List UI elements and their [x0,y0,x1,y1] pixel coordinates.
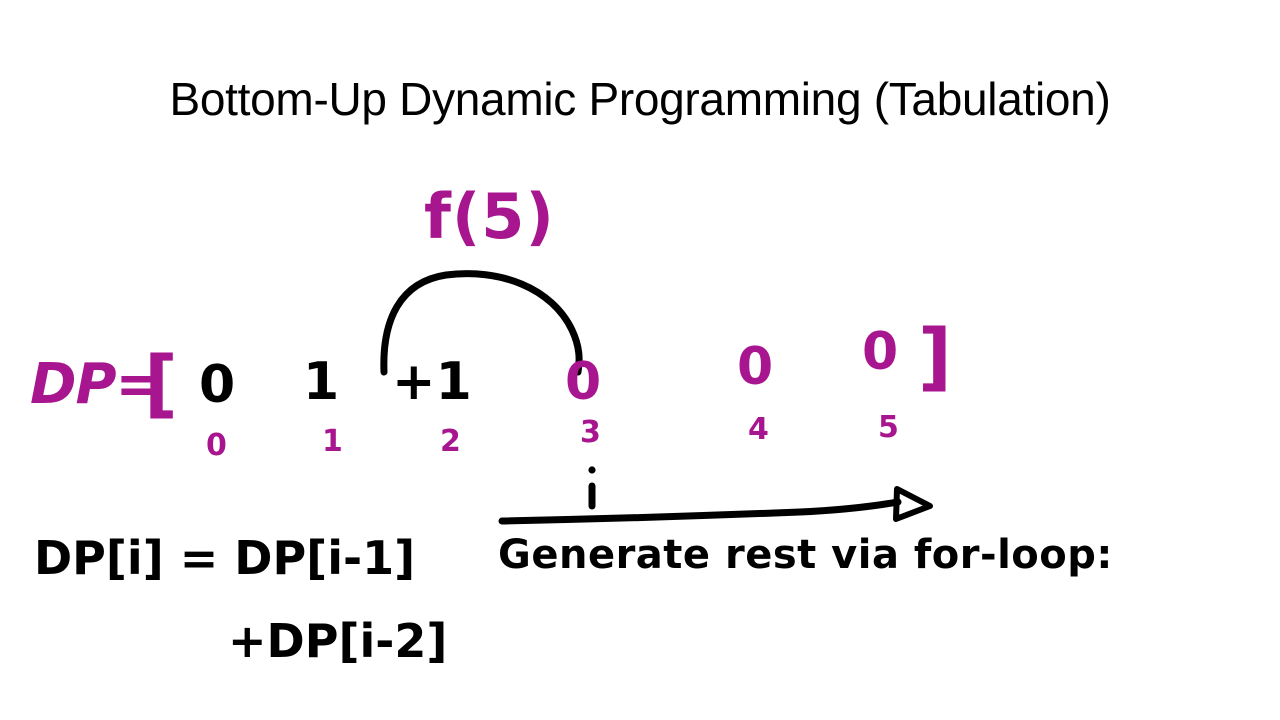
array-cell-index-3: 3 [580,415,601,450]
array-cell-index-4: 4 [748,412,769,447]
array-cell-index-5: 5 [878,410,899,445]
array-cell-value-1: 1 [303,352,340,412]
array-name-label: DP= [30,352,162,417]
array-cell-index-1: 1 [322,424,343,459]
recurrence-formula-line-1: DP[i] = DP[i-1] [34,531,416,585]
recurrence-formula-line-2: +DP[i-2] [228,614,448,668]
array-close-bracket: ] [918,314,952,400]
array-cell-value-0: 0 [199,355,236,415]
function-call-label: f(5) [424,180,555,253]
array-cell-index-2: 2 [440,424,461,459]
recursion-arc [380,270,583,376]
for-loop-caption: Generate rest via for-loop: [498,532,1113,578]
page-title: Bottom-Up Dynamic Programming (Tabulatio… [169,73,1111,125]
array-cell-value-3: 0 [565,352,602,412]
array-cell-value-2: +1 [392,352,472,412]
array-cell-index-0: 0 [206,428,227,463]
array-cell-value-5: 0 [862,322,899,382]
for-loop-arrow-head [893,486,933,522]
for-loop-arrow-shaft [498,498,902,525]
array-open-bracket: [ [144,341,178,427]
pointer-i-dot [588,466,596,474]
array-cell-value-4: 0 [737,337,774,397]
